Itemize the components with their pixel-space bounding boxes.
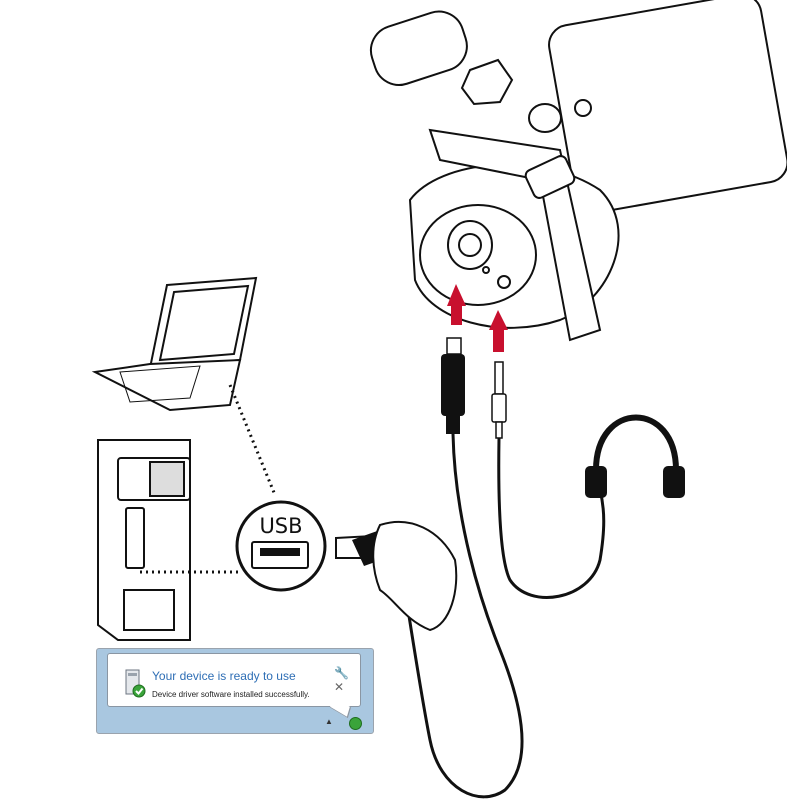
notification-message: Device driver software installed success… <box>152 690 310 699</box>
usb-plug-in-hand <box>335 520 458 632</box>
tray-check-icon[interactable] <box>349 717 362 730</box>
audio-plug <box>491 361 507 439</box>
wrench-icon[interactable]: 🔧 <box>334 666 349 680</box>
laptop <box>91 276 258 412</box>
device-icon <box>124 668 146 698</box>
close-icon[interactable]: ✕ <box>334 680 345 694</box>
notification-title: Your device is ready to use <box>152 669 296 683</box>
microphone <box>369 0 787 342</box>
device-ready-notification[interactable]: Your device is ready to use Device drive… <box>96 648 374 734</box>
dotted-lines <box>140 384 277 574</box>
red-arrows <box>447 284 508 352</box>
arrow-usbc <box>447 284 466 325</box>
tray-up-arrow-icon[interactable]: ▲ <box>325 717 333 726</box>
usb-label: USB <box>259 514 303 538</box>
cables <box>398 433 606 799</box>
usb-badge <box>235 500 327 592</box>
usb-c-connector <box>441 337 465 434</box>
headphones <box>585 414 685 498</box>
desktop-tower <box>97 439 191 641</box>
notification-balloon[interactable]: Your device is ready to use Device drive… <box>107 653 361 707</box>
cable-brand-label: maono <box>430 372 440 409</box>
arrow-headphone-jack <box>489 310 508 352</box>
notification-tools: 🔧 ✕ <box>334 666 360 694</box>
